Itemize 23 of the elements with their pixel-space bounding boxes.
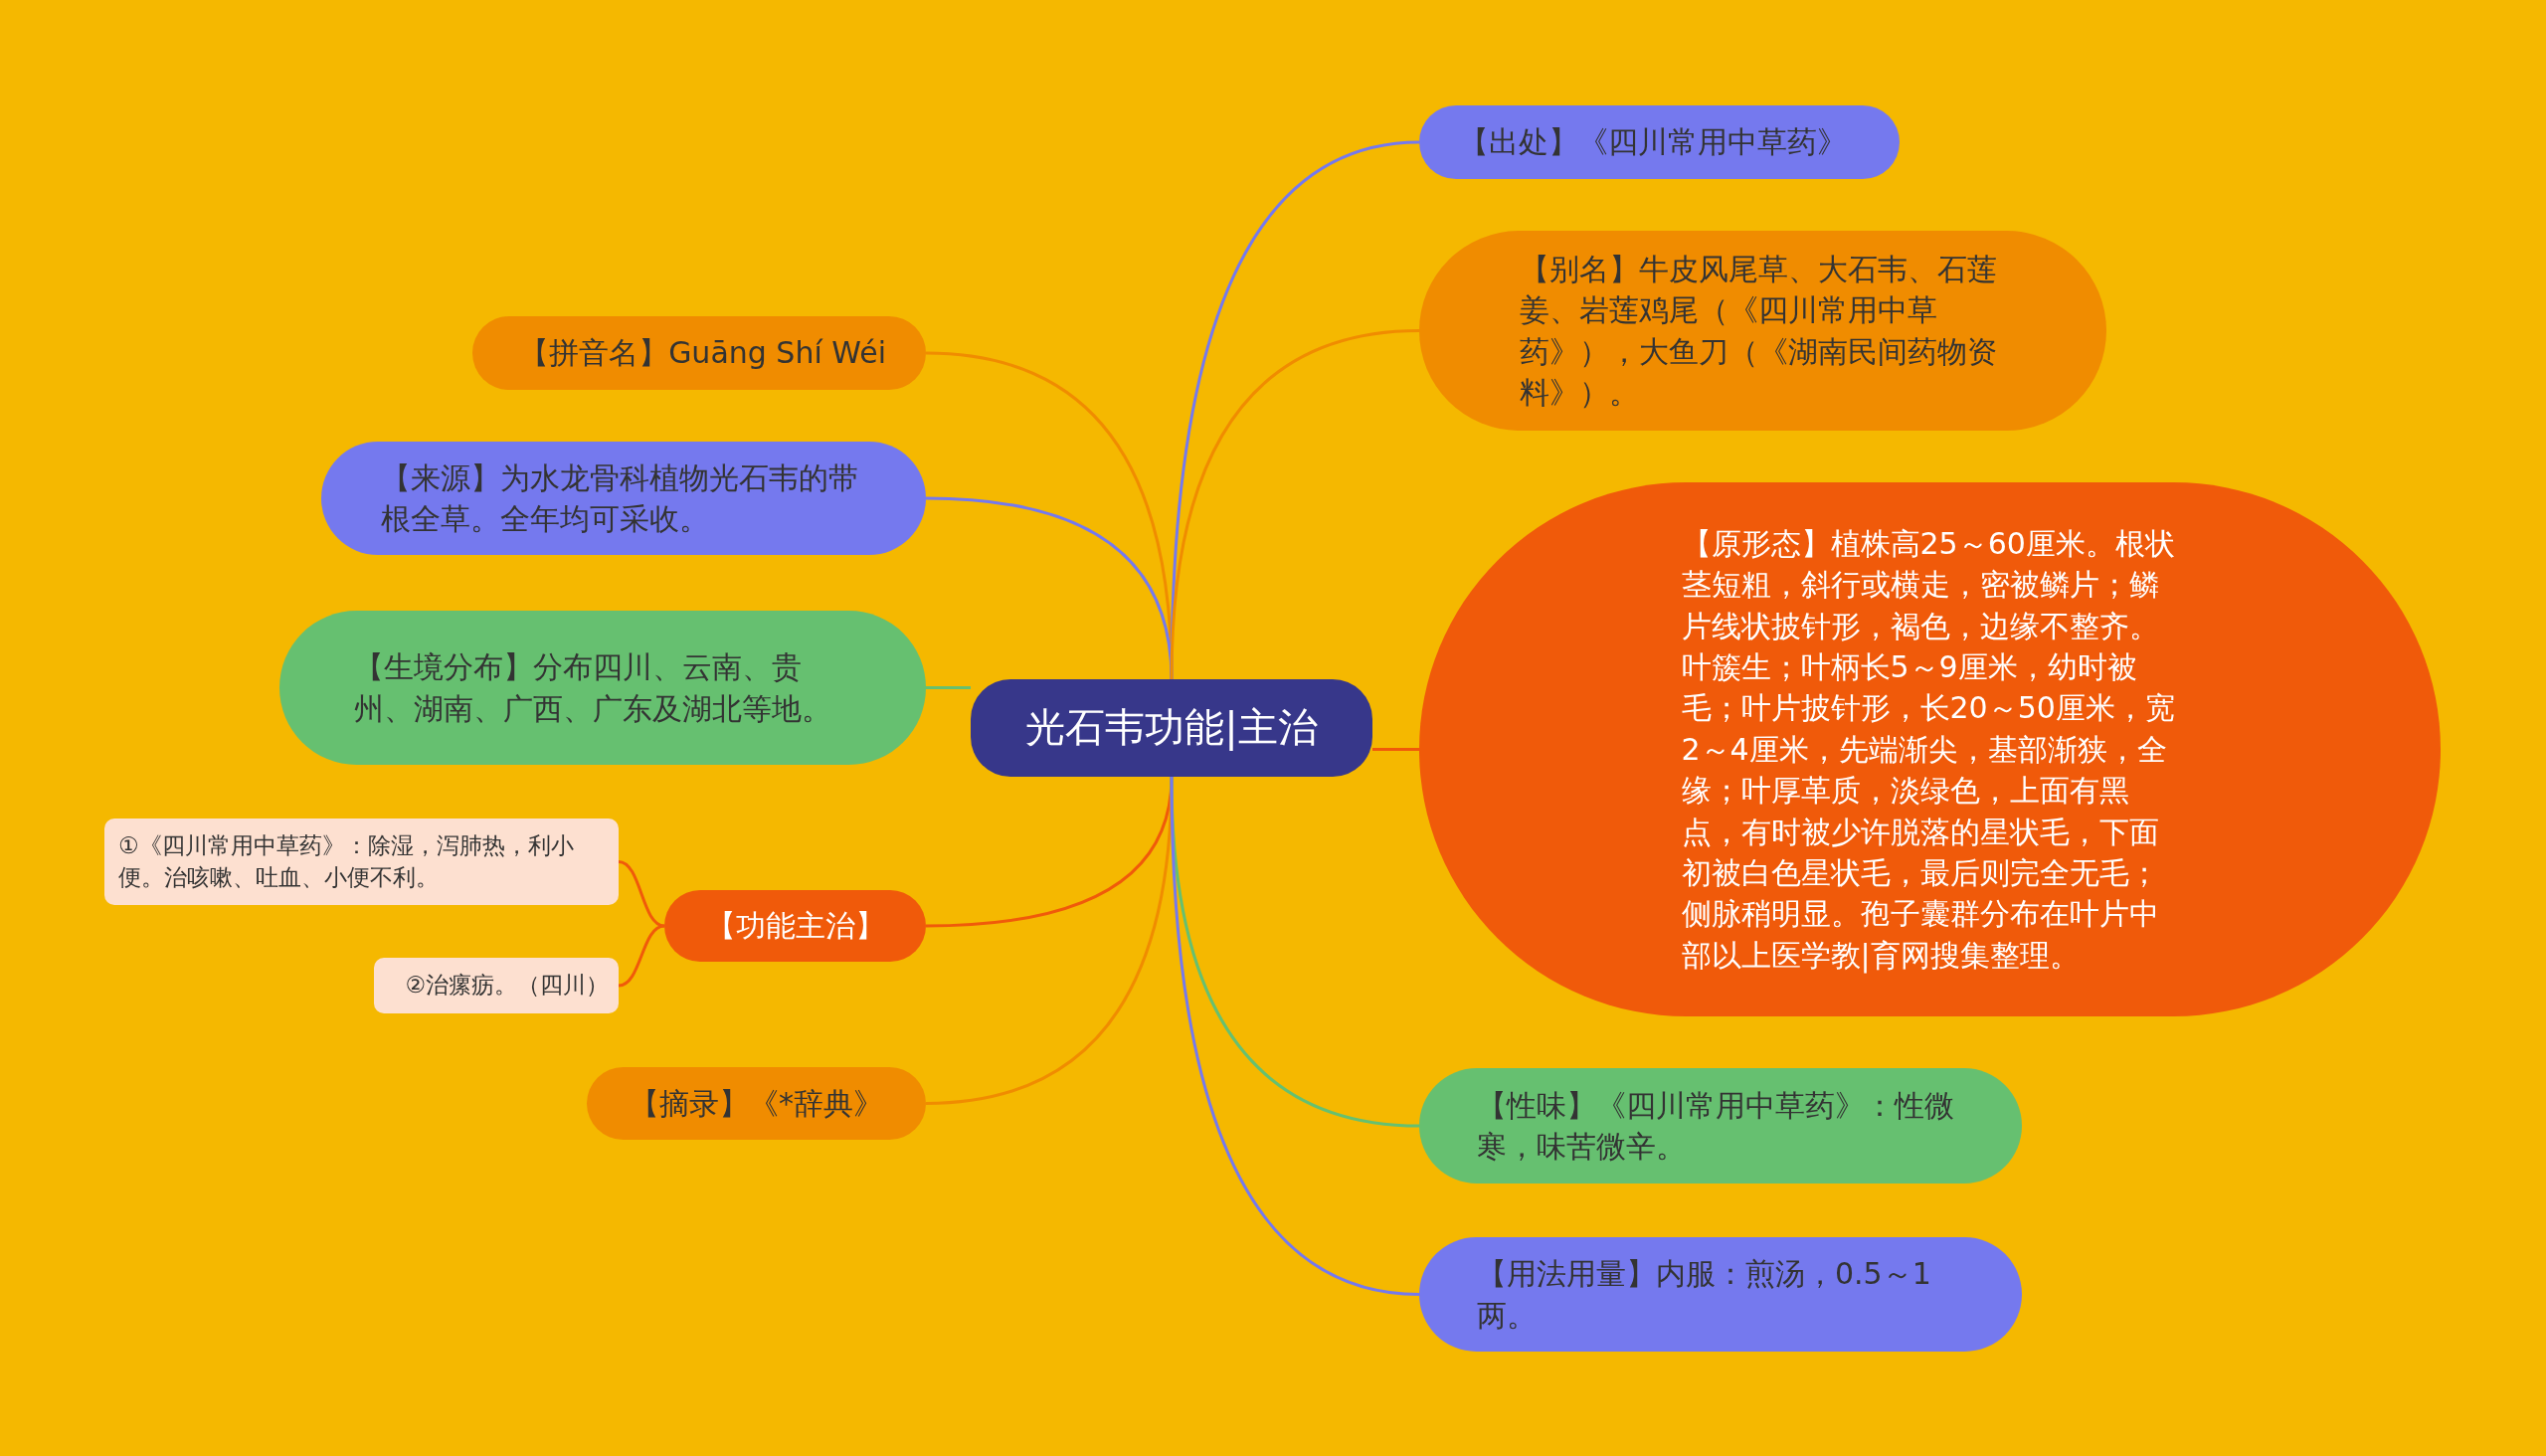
connector-line — [1170, 776, 1420, 1296]
topic-text: 【别名】牛皮风尾草、大石韦、石莲姜、岩莲鸡尾（《四川常用中草药》），大鱼刀（《湖南民间药物资料》）。 — [1519, 250, 1998, 412]
connector-line — [1170, 329, 1420, 680]
topic-text: 【摘录】《*辞典》 — [630, 1084, 883, 1123]
note-box — [104, 819, 619, 905]
topic-text: 【性味】《四川常用中草药》：性微寒，味苦微辛。 — [1477, 1086, 1955, 1166]
connector-line — [1170, 140, 1420, 680]
topic-text: ①《四川常用中草药》：除湿，泻肺热，利小便。治咳嗽、吐血、小便不利。 — [118, 830, 575, 892]
topic-text: 【拼音名】Guāng Shí Wéi — [519, 334, 886, 373]
topic-text: 【出处】《四川常用中草药》 — [1459, 123, 1847, 162]
connector-line — [618, 924, 665, 988]
topic-text: 光石韦功能|主治 — [1025, 703, 1318, 753]
topic-text: 【来源】为水龙骨科植物光石韦的带根全草。全年均可采收。 — [381, 458, 859, 538]
connector-line — [926, 686, 971, 689]
topic-text: 【原形态】植株高25～60厘米。根状茎短粗，斜行或横走，密被鳞片；鳞片线状披针形，褐色，边缘不整齐。叶簇生；叶柄长5～9厘米，幼时被毛；叶片披针形，长20～50厘米，宽2～4厘米，先端渐尖，基部渐狭，全缘；叶厚革质，淡绿色，上面有黑点，有时被少许脱落的星状毛，下面初被白色星状毛，最后则完全无毛；侧脉稍明显。孢子囊群分布在叶片中部以上医学教|育网搜集整理。 — [1681, 524, 2176, 976]
topic-text: 【功能主治】 — [705, 907, 885, 946]
connector-line — [618, 860, 665, 928]
topic-text: ②治瘰疬。（四川） — [405, 971, 609, 1001]
topic-text: 【生境分布】分布四川、云南、贵州、湖南、广西、广东及湖北等地。 — [354, 648, 832, 728]
note-box — [374, 958, 619, 1013]
topic-text: 【用法用量】内服：煎汤，0.5～1两。 — [1477, 1255, 1932, 1335]
central-topic — [971, 679, 1372, 777]
connector-line — [1372, 748, 1419, 751]
